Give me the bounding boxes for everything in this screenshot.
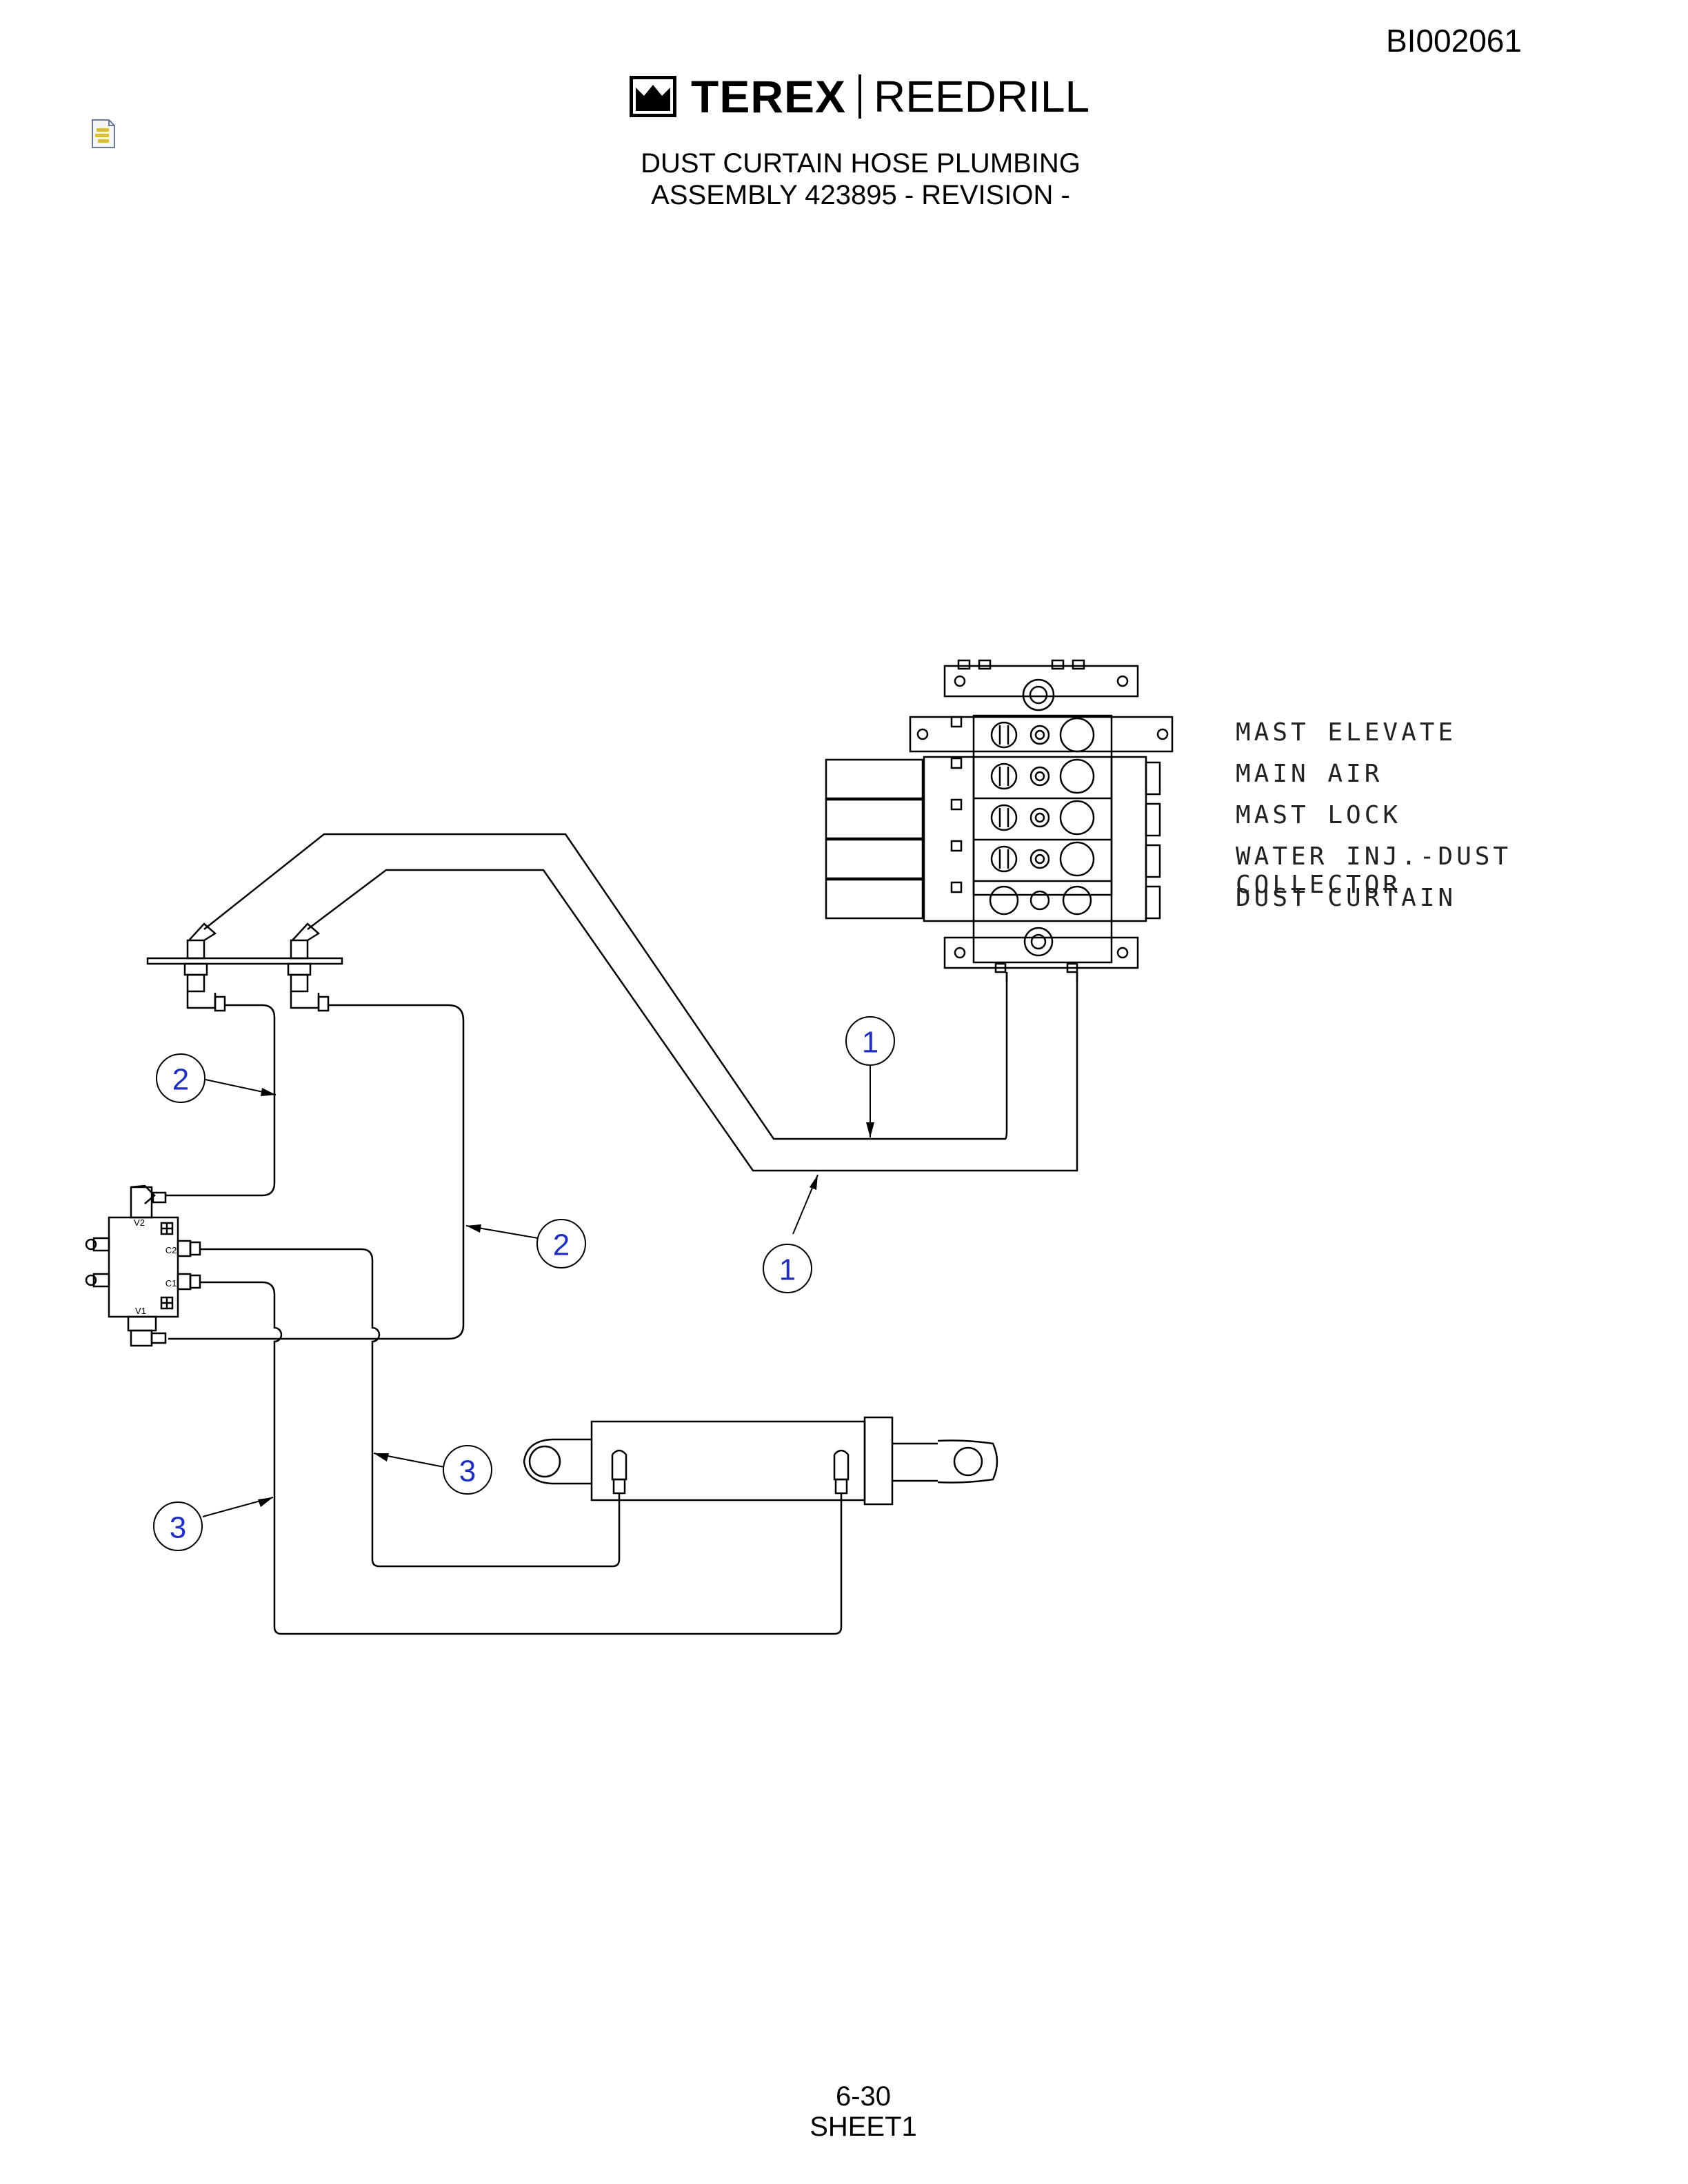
valve-label-water-inj: WATER INJ.-DUST COLLECTOR bbox=[1236, 842, 1512, 899]
drawing-title-line1: DUST CURTAIN HOSE PLUMBING bbox=[641, 148, 1081, 179]
page-number: 6-30 bbox=[835, 2081, 892, 2112]
valve-label-mast-elevate: MAST ELEVATE bbox=[1236, 718, 1457, 747]
drawing-title-line2: ASSEMBLY 423895 - REVISION - bbox=[651, 180, 1070, 210]
brand-reedrill: REEDRILL bbox=[874, 72, 1090, 121]
callout-number: 2 bbox=[172, 1063, 189, 1097]
brand-divider bbox=[858, 74, 862, 119]
brand-logo: TEREX REEDRILL bbox=[629, 71, 1090, 122]
port-label-v2: V2 bbox=[134, 1217, 145, 1228]
port-label-c1: C1 bbox=[165, 1278, 177, 1288]
control-valve-bank bbox=[825, 659, 1174, 982]
callout-number: 1 bbox=[862, 1026, 878, 1060]
document-id: BI002061 bbox=[1386, 23, 1522, 59]
callout-balloons bbox=[153, 1016, 895, 1551]
note-attachment-icon[interactable] bbox=[90, 119, 117, 149]
valve-label-dust-curtain: DUST CURTAIN bbox=[1236, 884, 1457, 912]
callout-number: 3 bbox=[170, 1511, 186, 1545]
leader-arrowheads bbox=[258, 1088, 874, 1507]
callout-number: 1 bbox=[779, 1253, 796, 1287]
sheet-label: SHEET1 bbox=[810, 2112, 917, 2142]
terex-crown-logo-icon bbox=[630, 76, 676, 117]
callout-number: 3 bbox=[459, 1455, 476, 1488]
brand-terex: TEREX bbox=[691, 71, 847, 122]
hose-1-upper bbox=[203, 833, 1078, 1172]
port-label-c2: C2 bbox=[165, 1245, 177, 1255]
valve-label-mast-lock: MAST LOCK bbox=[1236, 801, 1402, 829]
hydraulic-cylinder bbox=[523, 1416, 998, 1506]
pilot-check-valve-block bbox=[85, 1184, 201, 1347]
port-label-v1: V1 bbox=[135, 1306, 146, 1316]
bulkhead-plate bbox=[146, 922, 343, 1012]
hose-2 bbox=[165, 1004, 465, 1340]
hose-3 bbox=[200, 1248, 843, 1635]
valve-label-main-air: MAIN AIR bbox=[1236, 760, 1383, 788]
callout-number: 2 bbox=[553, 1228, 570, 1262]
